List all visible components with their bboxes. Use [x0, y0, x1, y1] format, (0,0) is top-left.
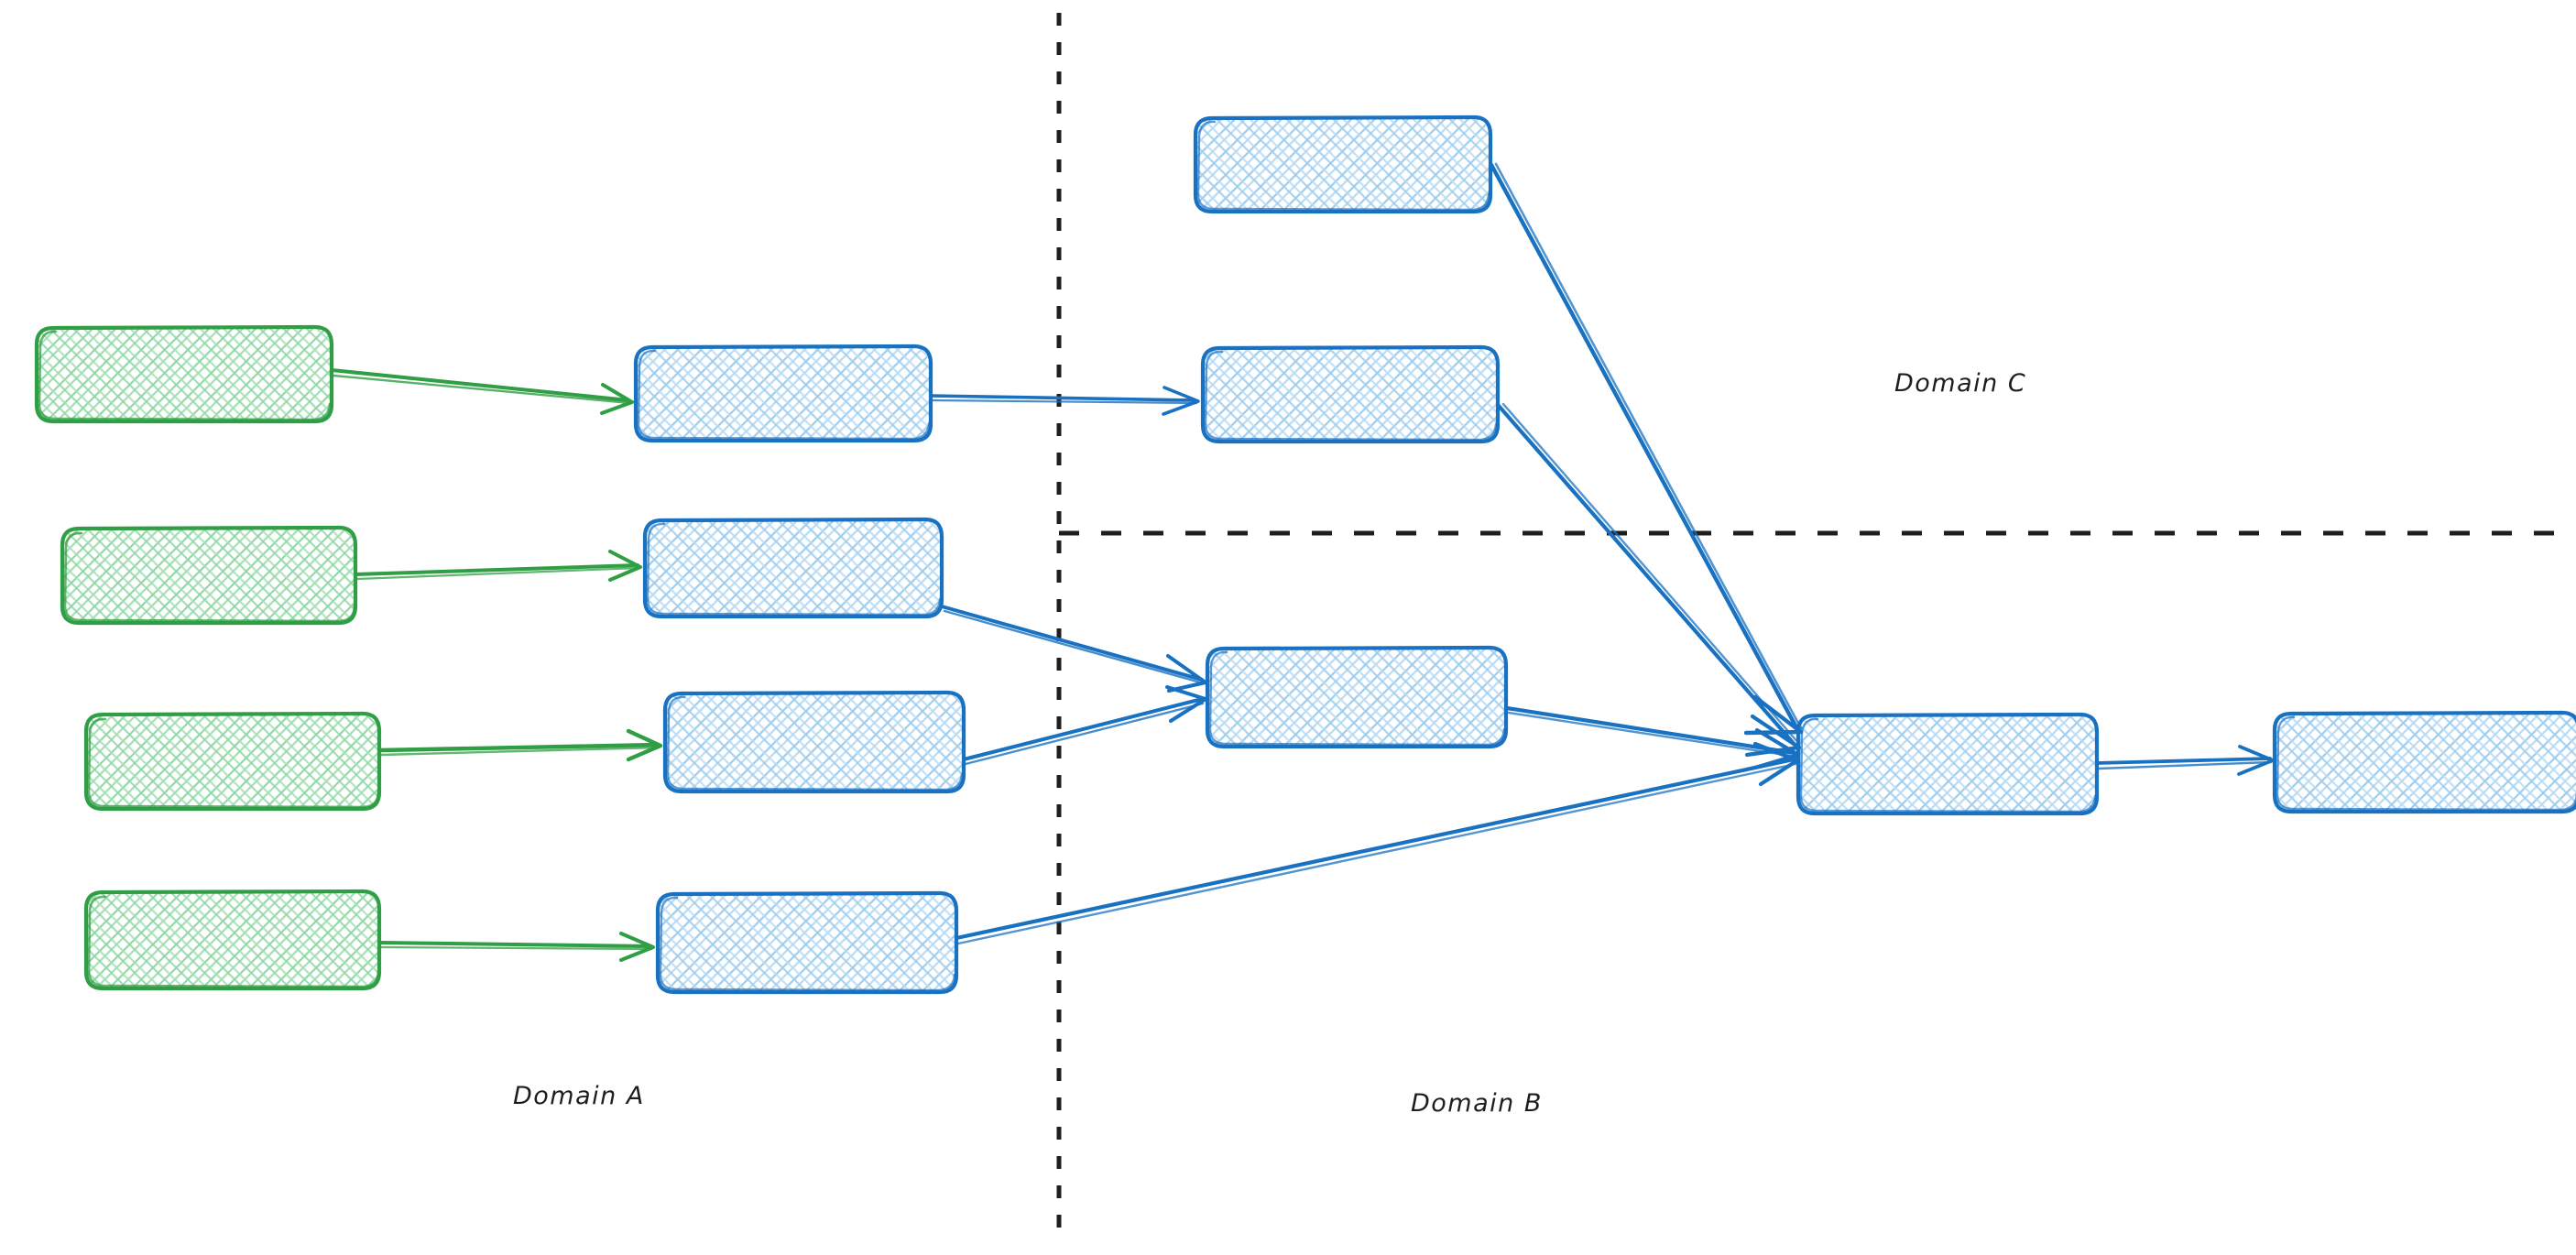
- node-a4-border-sketch: [87, 895, 380, 988]
- edge-a4-b6: [377, 932, 655, 962]
- edge-b6-c1: [954, 741, 1800, 945]
- node-b1-border: [633, 344, 933, 443]
- node-b2-border: [1200, 344, 1501, 444]
- node-b1-border-sketch: [637, 349, 931, 441]
- node-b6-fill2: [658, 893, 956, 992]
- node-b6-border: [655, 890, 959, 995]
- node-b2-fill2: [1203, 347, 1498, 442]
- node-a4[interactable]: [83, 889, 382, 991]
- node-c2-fill2: [2275, 713, 2576, 812]
- node-a3-fill2: [86, 714, 379, 809]
- node-c2-border-sketch: [2276, 715, 2576, 812]
- node-c1-fill2: [1798, 715, 2097, 813]
- node-b3-border: [642, 517, 944, 619]
- node-b2-border-sketch: [1204, 350, 1498, 442]
- node-b0-border-sketch: [1196, 120, 1490, 212]
- edge-b4-b5: [962, 685, 1207, 766]
- node-b4-border-sketch: [666, 695, 964, 791]
- node-b2[interactable]: [1200, 344, 1501, 444]
- domain-label-b: Domain B: [1411, 1089, 1543, 1118]
- node-a2-border: [60, 525, 358, 626]
- node-a2[interactable]: [60, 525, 358, 626]
- node-b1[interactable]: [633, 344, 933, 443]
- domain-label-c: Domain C: [1894, 369, 2026, 398]
- node-c1[interactable]: [1796, 712, 2100, 816]
- node-b5[interactable]: [1205, 645, 1509, 749]
- edge-a3-b4: [377, 728, 663, 762]
- edge-c1-c2: [2095, 745, 2275, 776]
- node-c1-border-sketch: [1799, 717, 2097, 813]
- node-c2-border: [2272, 710, 2576, 814]
- node-a1-fill2: [37, 327, 332, 421]
- node-c2[interactable]: [2272, 710, 2576, 814]
- node-a3-border: [83, 711, 382, 812]
- node-b0-border: [1193, 115, 1493, 214]
- node-b5-border: [1205, 645, 1509, 749]
- node-a1-border: [34, 324, 334, 424]
- node-b5-border-sketch: [1208, 650, 1506, 747]
- edge-a1-b1: [330, 368, 634, 415]
- node-a1[interactable]: [34, 324, 334, 424]
- node-b6[interactable]: [655, 890, 959, 995]
- node-a3-border-sketch: [87, 717, 380, 809]
- node-b0-fill2: [1195, 117, 1490, 212]
- edge-a2-b3: [354, 550, 642, 582]
- edge-b1-b2: [929, 386, 1200, 416]
- domain-label-a: Domain A: [513, 1082, 645, 1110]
- node-a4-fill2: [86, 891, 379, 988]
- node-b4-border: [662, 690, 966, 794]
- node-b4-fill2: [665, 693, 964, 791]
- node-a2-fill2: [62, 528, 355, 623]
- node-a3[interactable]: [83, 711, 382, 812]
- node-b4[interactable]: [662, 690, 966, 794]
- node-b6-border-sketch: [659, 896, 956, 992]
- node-b5-fill2: [1207, 648, 1506, 747]
- node-a4-border: [83, 889, 382, 991]
- edge-b3-b5: [940, 605, 1207, 693]
- node-b1-fill2: [636, 346, 931, 441]
- node-b3[interactable]: [642, 517, 944, 619]
- node-b3-fill2: [645, 519, 942, 617]
- node-a2-border-sketch: [63, 531, 356, 623]
- node-b0[interactable]: [1193, 115, 1493, 214]
- node-a1-border-sketch: [38, 330, 332, 421]
- node-b3-border-sketch: [646, 522, 942, 617]
